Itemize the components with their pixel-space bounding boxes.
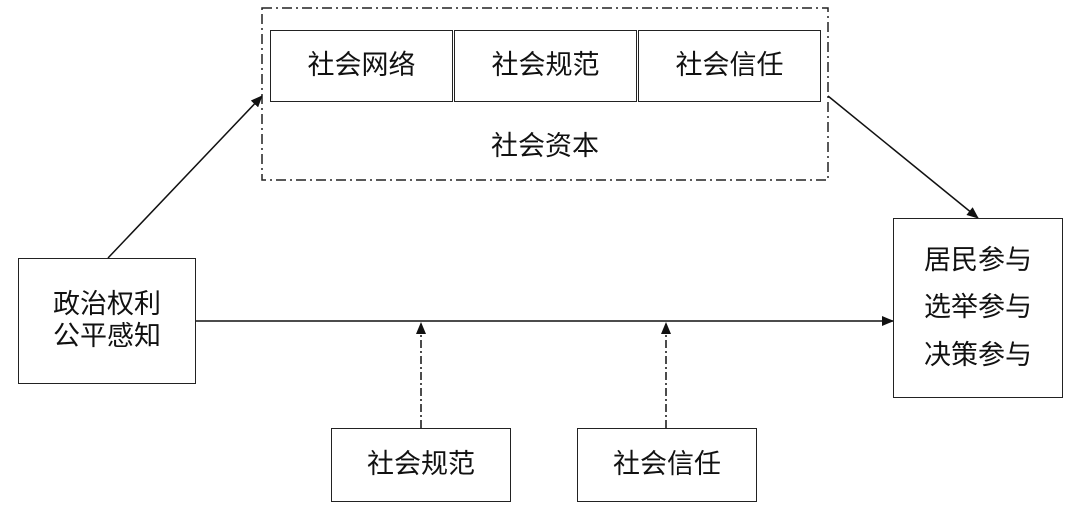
political-rights-fairness-box: 政治权利 公平感知 [18,258,196,384]
dependent-line-3: 决策参与 [924,339,1032,371]
social-capital-title: 社会资本 [491,131,599,162]
independent-line-1: 政治权利 [53,288,161,320]
dependent-line-1: 居民参与 [924,245,1032,277]
moderator-box-norms: 社会规范 [331,428,511,502]
moderator-label: 社会规范 [367,448,475,480]
arrow-capital-to-participation [827,95,979,219]
social-capital-container [261,7,829,181]
component-label: 社会信任 [675,49,784,81]
resident-participation-box: 居民参与 选举参与 决策参与 [893,218,1063,398]
independent-line-2: 公平感知 [53,321,161,352]
arrow-rights-to-capital [107,95,263,259]
component-label: 社会网络 [307,49,416,81]
component-label: 社会规范 [491,49,600,81]
social-capital-component-trust: 社会信任 [638,30,821,102]
social-capital-component-norms: 社会规范 [454,30,637,102]
moderator-box-trust: 社会信任 [577,428,757,502]
social-capital-component-network: 社会网络 [270,30,453,102]
dependent-line-2: 选举参与 [924,292,1032,324]
moderator-label: 社会信任 [613,448,721,480]
